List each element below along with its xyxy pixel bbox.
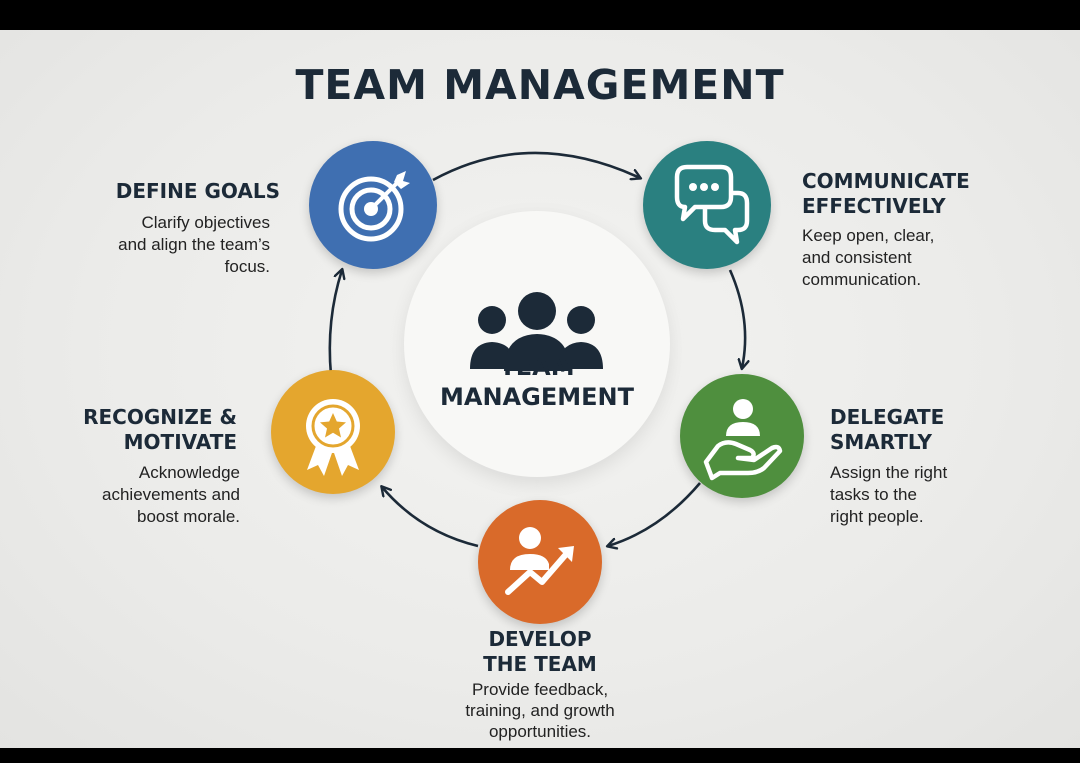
define-goals-heading: DEFINE GOALS <box>80 179 280 204</box>
desc-line: right people. <box>830 507 924 526</box>
heading-line: DEVELOP <box>488 627 592 651</box>
heading-line: SMARTLY <box>830 430 933 454</box>
cycle-arrows <box>328 151 1080 748</box>
desc-line: focus. <box>224 257 270 276</box>
desc-line: and align the team’s <box>118 235 270 254</box>
growth-person-icon <box>505 527 574 595</box>
desc-line: opportunities. <box>488 722 592 741</box>
delegate-heading: DELEGATE SMARTLY <box>830 405 1030 455</box>
desc-line: communication. <box>802 270 922 289</box>
award-ribbon-icon <box>306 399 360 476</box>
desc-line: Acknowledge <box>138 463 240 482</box>
target-arrow-icon <box>338 171 410 242</box>
delegate-node <box>680 374 804 498</box>
develop-team-description: Provide feedback, training, and growth o… <box>400 679 680 742</box>
heading-line: MOTIVATE <box>123 430 237 454</box>
heading-line: EFFECTIVELY <box>802 194 946 218</box>
heading-line: THE TEAM <box>483 652 597 676</box>
define-goals-description: Clarify objectives and align the team’s … <box>60 212 270 278</box>
desc-line: boost morale. <box>137 507 240 526</box>
arrow-communicate-to-delegate <box>728 269 745 368</box>
arrow-recognize-to-define <box>328 270 342 376</box>
page-title: TEAM MANAGEMENT <box>295 61 785 109</box>
center-label-line: TEAM <box>499 353 575 381</box>
heading-line: RECOGNIZE & <box>83 405 237 429</box>
center-label-line: MANAGEMENT <box>440 383 634 411</box>
define-goals-node <box>309 141 437 269</box>
arrow-develop-to-recognize <box>382 487 479 548</box>
hand-person-icon <box>703 399 783 481</box>
arrow-define-to-communicate <box>432 151 640 182</box>
recognize-motivate-node <box>271 370 395 494</box>
arrow-delegate-to-develop <box>608 482 701 546</box>
desc-line: tasks to the <box>830 485 917 504</box>
recognize-motivate-heading: RECOGNIZE & MOTIVATE <box>40 405 237 455</box>
chat-bubbles-icon <box>674 164 750 245</box>
communicate-heading: COMMUNICATE EFFECTIVELY <box>802 169 1032 219</box>
communicate-description: Keep open, clear, and consistent communi… <box>802 225 1022 291</box>
desc-line: Clarify objectives <box>141 213 271 232</box>
develop-team-heading: DEVELOP THE TEAM <box>400 627 680 677</box>
desc-line: Assign the right <box>830 463 948 482</box>
desc-line: achievements and <box>102 485 240 504</box>
desc-line: and consistent <box>802 248 912 267</box>
center-hub <box>404 211 670 477</box>
develop-team-node <box>478 500 602 624</box>
heading-line: DEFINE GOALS <box>115 179 280 203</box>
team-people-icon <box>470 292 603 371</box>
heading-line: DELEGATE <box>830 405 945 429</box>
desc-line: training, and growth <box>465 701 615 720</box>
center-label: TEAM MANAGEMENT <box>404 352 670 412</box>
delegate-description: Assign the right tasks to the right peop… <box>830 462 1030 528</box>
communicate-node <box>643 141 771 269</box>
heading-line: COMMUNICATE <box>802 169 970 193</box>
desc-line: Provide feedback, <box>471 680 609 699</box>
desc-line: Keep open, clear, <box>802 226 935 245</box>
recognize-motivate-description: Acknowledge achievements and boost moral… <box>40 462 240 528</box>
diagram-canvas: TEAM MANAGEMENT TEAM MANAGEMENT <box>0 30 1080 748</box>
